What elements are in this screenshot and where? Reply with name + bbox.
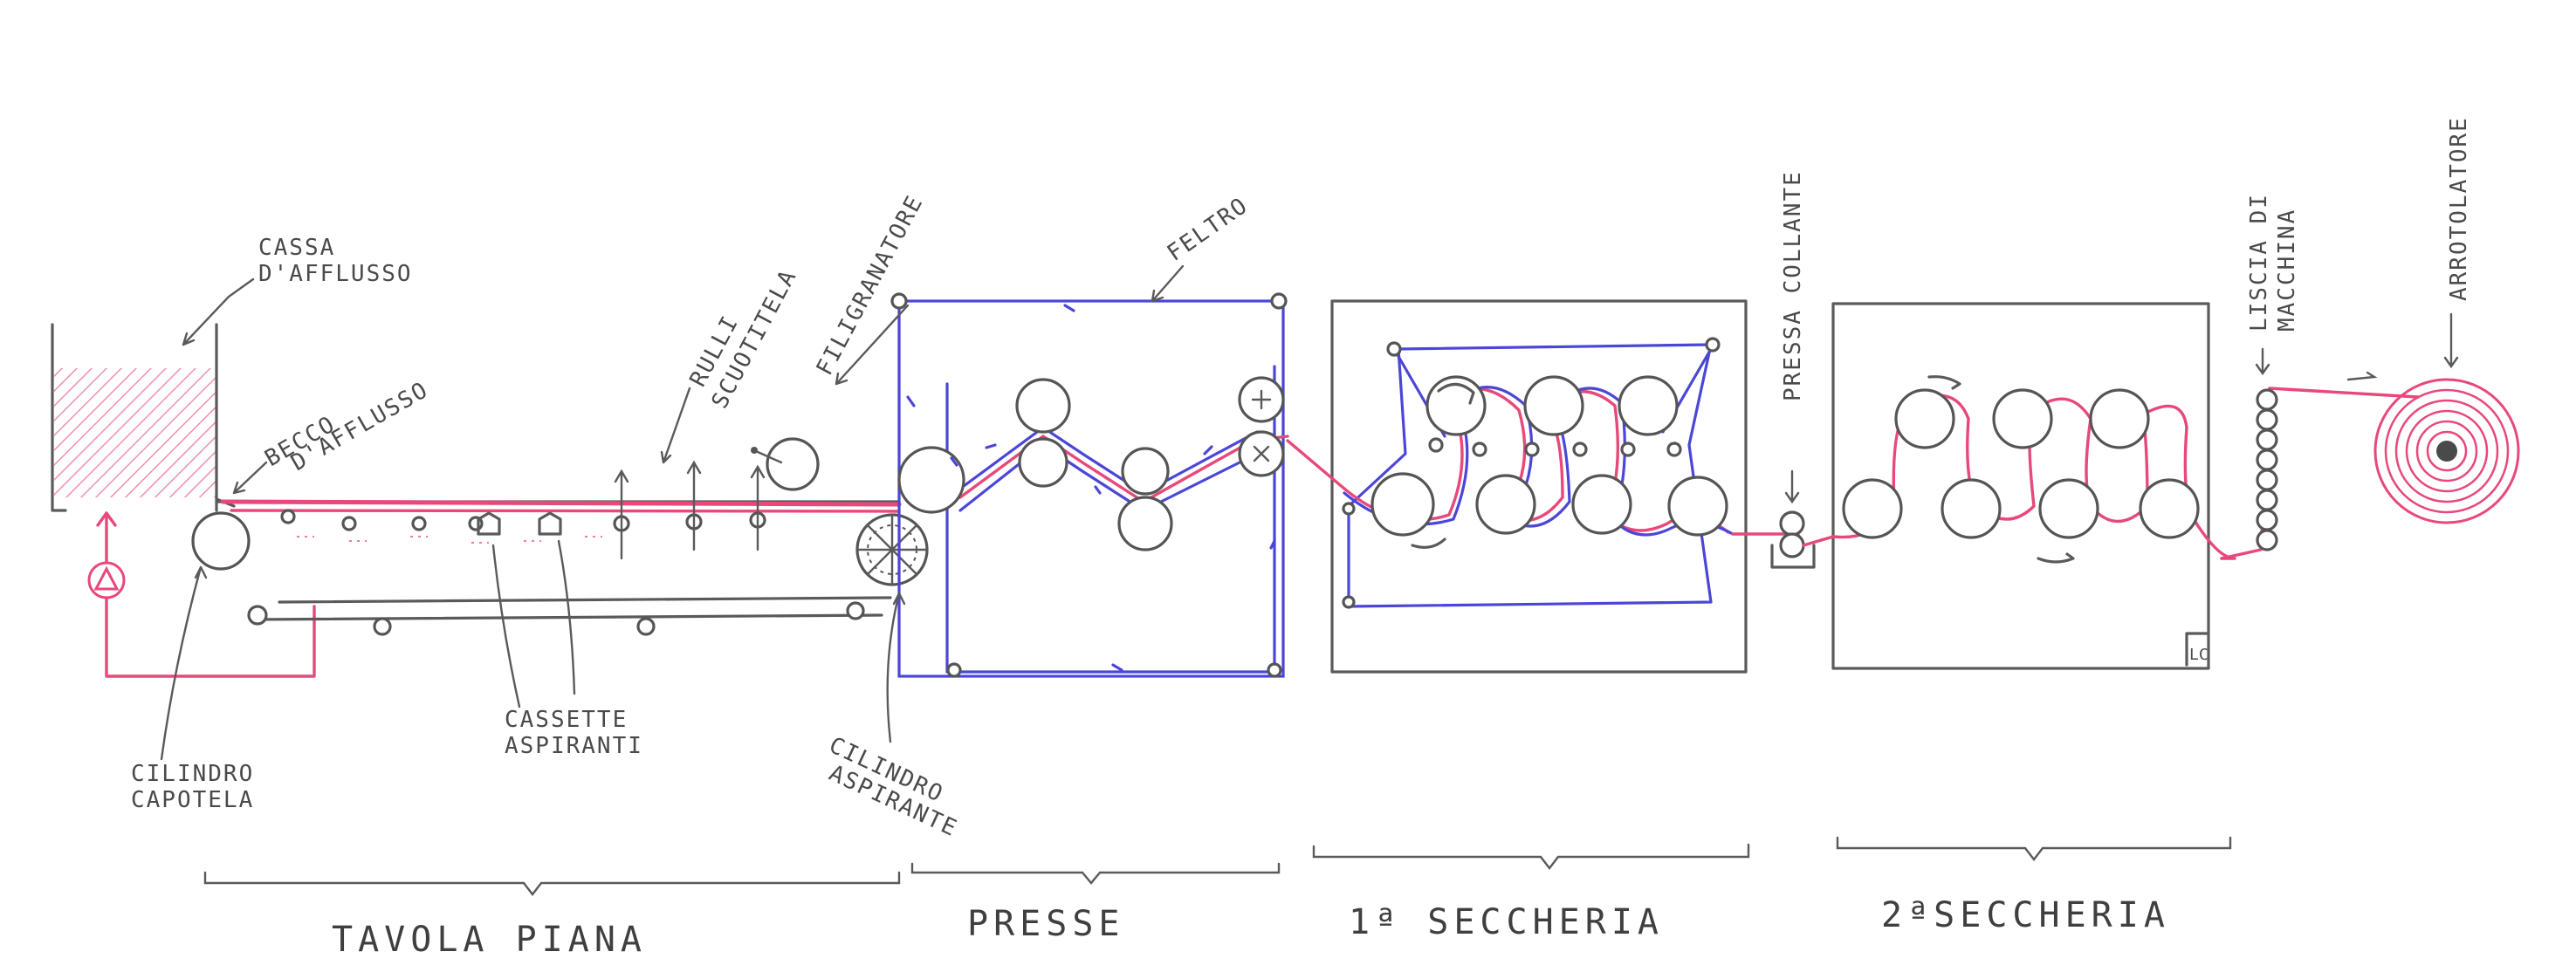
section-seccheria-2: 2ªSECCHERIA (1881, 895, 2170, 935)
suction-box-1 (477, 511, 501, 536)
press-section (890, 292, 1289, 678)
section-presse: PRESSE (967, 904, 1125, 944)
label-liscia-1: LISCIA DI (2246, 193, 2272, 332)
label-cassette-1: CASSETTE (505, 707, 628, 733)
wire-section (191, 437, 929, 636)
dryer-section-1 (1286, 299, 1748, 674)
size-press (1731, 469, 1816, 569)
label-cilindro-capotela-1: CILINDRO (131, 761, 254, 787)
section-seccheria-1: 1ª SECCHERIA (1349, 902, 1664, 942)
label-feltro: FELTRO (1163, 192, 1254, 266)
label-liscia-2: MACCHINA (2274, 209, 2300, 332)
label-arrotolatore: ARROTOLATORE (2446, 116, 2472, 301)
label-filigranatore: FILIGRANATORE (812, 191, 929, 380)
section-braces (203, 836, 2232, 896)
component-labels: CASSA D'AFFLUSSO BECCO D'AFFLUSSO RULLI … (131, 116, 2472, 842)
suction-box-2 (538, 511, 562, 536)
pump (87, 511, 316, 678)
leader-lines (160, 264, 1185, 761)
dryer-section-2 (1802, 302, 2236, 670)
filigranatore-roll (766, 437, 820, 491)
signature-initials: LC (2189, 646, 2208, 664)
label-cassette-2: ASPIRANTI (505, 733, 643, 759)
label-cilindro-capotela-2: CAPOTELA (131, 787, 254, 813)
section-tavola-piana: TAVOLA PIANA (332, 920, 647, 960)
label-cassa-1: CASSA (258, 235, 335, 261)
calender-and-reel (2220, 312, 2520, 560)
section-labels: TAVOLA PIANA PRESSE 1ª SECCHERIA 2ªSECCH… (332, 895, 2170, 960)
reel-roll (2373, 378, 2520, 524)
headbox (51, 323, 236, 512)
label-cassa-2: D'AFFLUSSO (258, 261, 413, 287)
cilindro-capotela-roll (191, 511, 251, 571)
label-pressa-collante: PRESSA COLLANTE (1780, 170, 1806, 401)
